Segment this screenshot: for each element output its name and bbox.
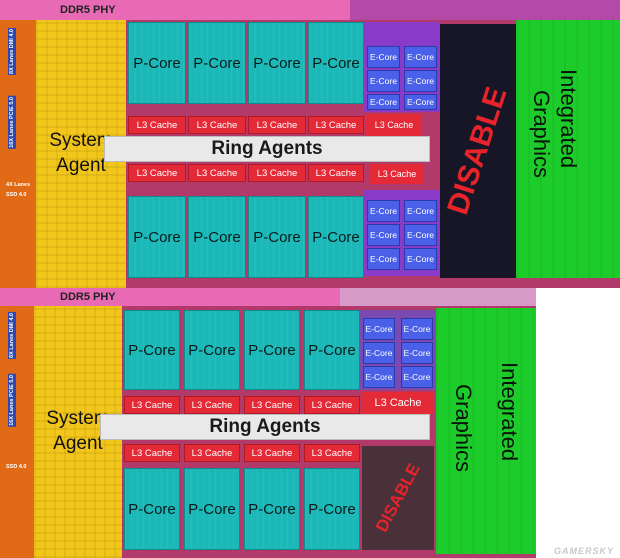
- l3-2-top-4: L3 Cache: [304, 396, 360, 414]
- l3-bottom-1: L3 Cache: [128, 164, 186, 182]
- dmi-label: 8X Lanes DMI 4.0: [8, 28, 16, 75]
- ddr5-phy-bar-2: DDR5 PHY: [0, 288, 340, 306]
- watermark: GAMERSKY: [553, 546, 614, 556]
- pcore2-top-1: P-Core: [124, 310, 180, 390]
- ring-agents: Ring Agents: [104, 136, 430, 162]
- ecore2-4: E-Core: [401, 342, 433, 364]
- ecore-bottom-3: E-Core: [367, 224, 400, 246]
- pcore-bottom-1: P-Core: [128, 196, 186, 278]
- ddr5-phy-bar: DDR5 PHY: [0, 0, 350, 20]
- ecore-top-5: E-Core: [367, 94, 400, 110]
- pcore2-top-3: P-Core: [244, 310, 300, 390]
- l3-bottom-4: L3 Cache: [308, 164, 364, 182]
- ecore2-1: E-Core: [363, 318, 395, 340]
- pcore2-bottom-2: P-Core: [184, 468, 240, 550]
- pcore2-top-2: P-Core: [184, 310, 240, 390]
- ecore-bottom-5: E-Core: [367, 248, 400, 270]
- l3-2-bottom-3: L3 Cache: [244, 444, 300, 462]
- pcore-top-4: P-Core: [308, 22, 364, 104]
- ecore-cache-2: L3 Cache: [362, 392, 434, 414]
- l3-top-1: L3 Cache: [128, 116, 186, 134]
- l3-top-4: L3 Cache: [308, 116, 364, 134]
- die-top: DDR5 PHY 8X Lanes DMI 4.0 16X Lanes PCIE…: [0, 0, 620, 288]
- pcore2-top-4: P-Core: [304, 310, 360, 390]
- dmi-label-2: 8X Lanes DMI 4.0: [8, 312, 16, 359]
- graphics-label-second-line-2: Graphics: [451, 384, 476, 473]
- ring-agents-2: Ring Agents: [100, 414, 430, 440]
- ecore2-2: E-Core: [401, 318, 433, 340]
- graphics-label-second-line: Graphics: [529, 90, 554, 179]
- ecore2-3: E-Core: [363, 342, 395, 364]
- ssd-label-2: SSD 4.0: [6, 192, 27, 198]
- ecore-cache-bottom: L3 Cache: [370, 164, 424, 184]
- ecore-top-4: E-Core: [404, 70, 437, 92]
- disabled-ecore-region: DISABLE: [440, 24, 516, 278]
- l3-bottom-3: L3 Cache: [248, 164, 306, 182]
- l3-2-top-2: L3 Cache: [184, 396, 240, 414]
- l3-top-3: L3 Cache: [248, 116, 306, 134]
- pcore-bottom-3: P-Core: [248, 196, 306, 278]
- pcie-label-2: 16X Lanes PCIE 5.0: [8, 374, 16, 427]
- l3-2-bottom-4: L3 Cache: [304, 444, 360, 462]
- pcore2-bottom-3: P-Core: [244, 468, 300, 550]
- l3-2-bottom-1: L3 Cache: [124, 444, 180, 462]
- ecore2-5: E-Core: [363, 366, 395, 388]
- ecore-bottom-1: E-Core: [367, 200, 400, 222]
- l3-bottom-2: L3 Cache: [188, 164, 246, 182]
- ssd-label-1: 4X Lanes: [6, 182, 31, 188]
- ddr5-phy-label: DDR5 PHY: [60, 4, 116, 16]
- pcie-label: 16X Lanes PCIE 5.0: [8, 96, 16, 149]
- phy-extension-2: [340, 288, 536, 306]
- ssd-label-2b: SSD 4.0: [6, 464, 27, 470]
- io-strip: [0, 20, 36, 288]
- pcore-top-2: P-Core: [188, 22, 246, 104]
- pcore-bottom-2: P-Core: [188, 196, 246, 278]
- pcore-top-3: P-Core: [248, 22, 306, 104]
- l3-2-top-1: L3 Cache: [124, 396, 180, 414]
- die-bottom: DDR5 PHY 8X Lanes DMI 4.0 16X Lanes PCIE…: [0, 288, 536, 558]
- ecore-top-6: E-Core: [404, 94, 437, 110]
- ecore-bottom-2: E-Core: [404, 200, 437, 222]
- integrated-graphics-label-2: Integrated: [497, 362, 522, 462]
- integrated-graphics-label: Integrated: [556, 69, 581, 169]
- pcore2-bottom-1: P-Core: [124, 468, 180, 550]
- integrated-graphics-2: [436, 308, 536, 554]
- disabled-ecore-region-2: DISABLE: [362, 446, 434, 550]
- l3-2-top-3: L3 Cache: [244, 396, 300, 414]
- pcore-bottom-4: P-Core: [308, 196, 364, 278]
- io-strip-2: [0, 306, 34, 558]
- integrated-graphics: Integrated: [516, 20, 620, 278]
- ecore-bottom-4: E-Core: [404, 224, 437, 246]
- ecore-top-1: E-Core: [367, 46, 400, 68]
- l3-2-bottom-2: L3 Cache: [184, 444, 240, 462]
- phy-extension: [350, 0, 620, 20]
- pcore2-bottom-4: P-Core: [304, 468, 360, 550]
- ecore-top-2: E-Core: [404, 46, 437, 68]
- ecore2-6: E-Core: [401, 366, 433, 388]
- pcore-top-1: P-Core: [128, 22, 186, 104]
- ecore-cache-top: L3 Cache: [366, 114, 422, 136]
- ecore-bottom-6: E-Core: [404, 248, 437, 270]
- l3-top-2: L3 Cache: [188, 116, 246, 134]
- ecore-top-3: E-Core: [367, 70, 400, 92]
